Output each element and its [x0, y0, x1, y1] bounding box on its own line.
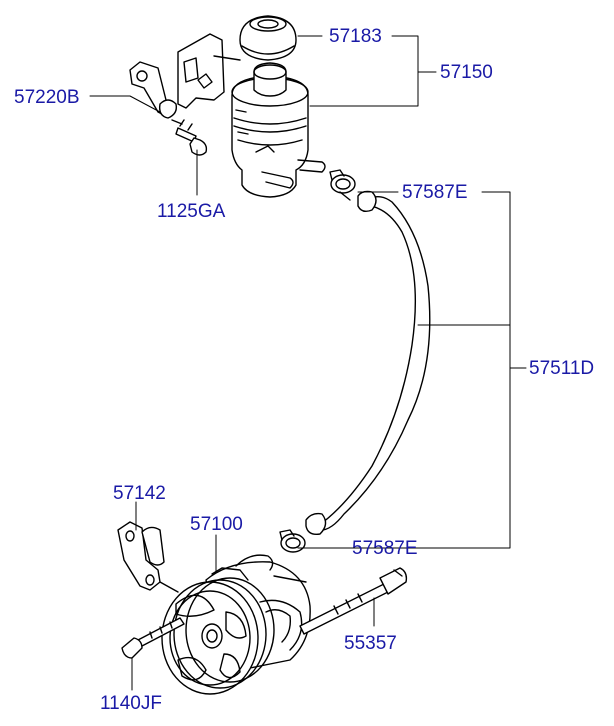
reservoir-bracket — [129, 33, 241, 119]
reservoir-body — [231, 62, 326, 198]
bolt-1125ga — [171, 119, 208, 156]
clamp-bottom — [279, 529, 306, 553]
leader-lines — [89, 35, 527, 691]
part-number-57511d[interactable]: 57511D — [529, 358, 595, 379]
part-number-57587e-bottom[interactable]: 57587E — [352, 538, 418, 559]
part-number-57220b[interactable]: 57220B — [14, 87, 80, 108]
bolt-1140jf — [121, 617, 185, 659]
part-number-57183[interactable]: 57183 — [329, 26, 382, 47]
power-steering-pump — [161, 554, 311, 695]
part-number-55357[interactable]: 55357 — [344, 633, 397, 654]
pump-bracket — [117, 521, 179, 593]
part-number-57587e-top[interactable]: 57587E — [402, 182, 468, 203]
part-number-1140jf[interactable]: 1140JF — [100, 693, 162, 714]
return-hose — [305, 190, 431, 536]
part-number-57100[interactable]: 57100 — [190, 514, 243, 535]
part-number-57142[interactable]: 57142 — [113, 483, 166, 504]
clamp-top — [329, 169, 356, 201]
part-number-57150[interactable]: 57150 — [440, 62, 493, 83]
bolt-55357 — [299, 567, 408, 635]
part-number-1125ga[interactable]: 1125GA — [157, 201, 226, 222]
reservoir-cap — [239, 15, 297, 61]
